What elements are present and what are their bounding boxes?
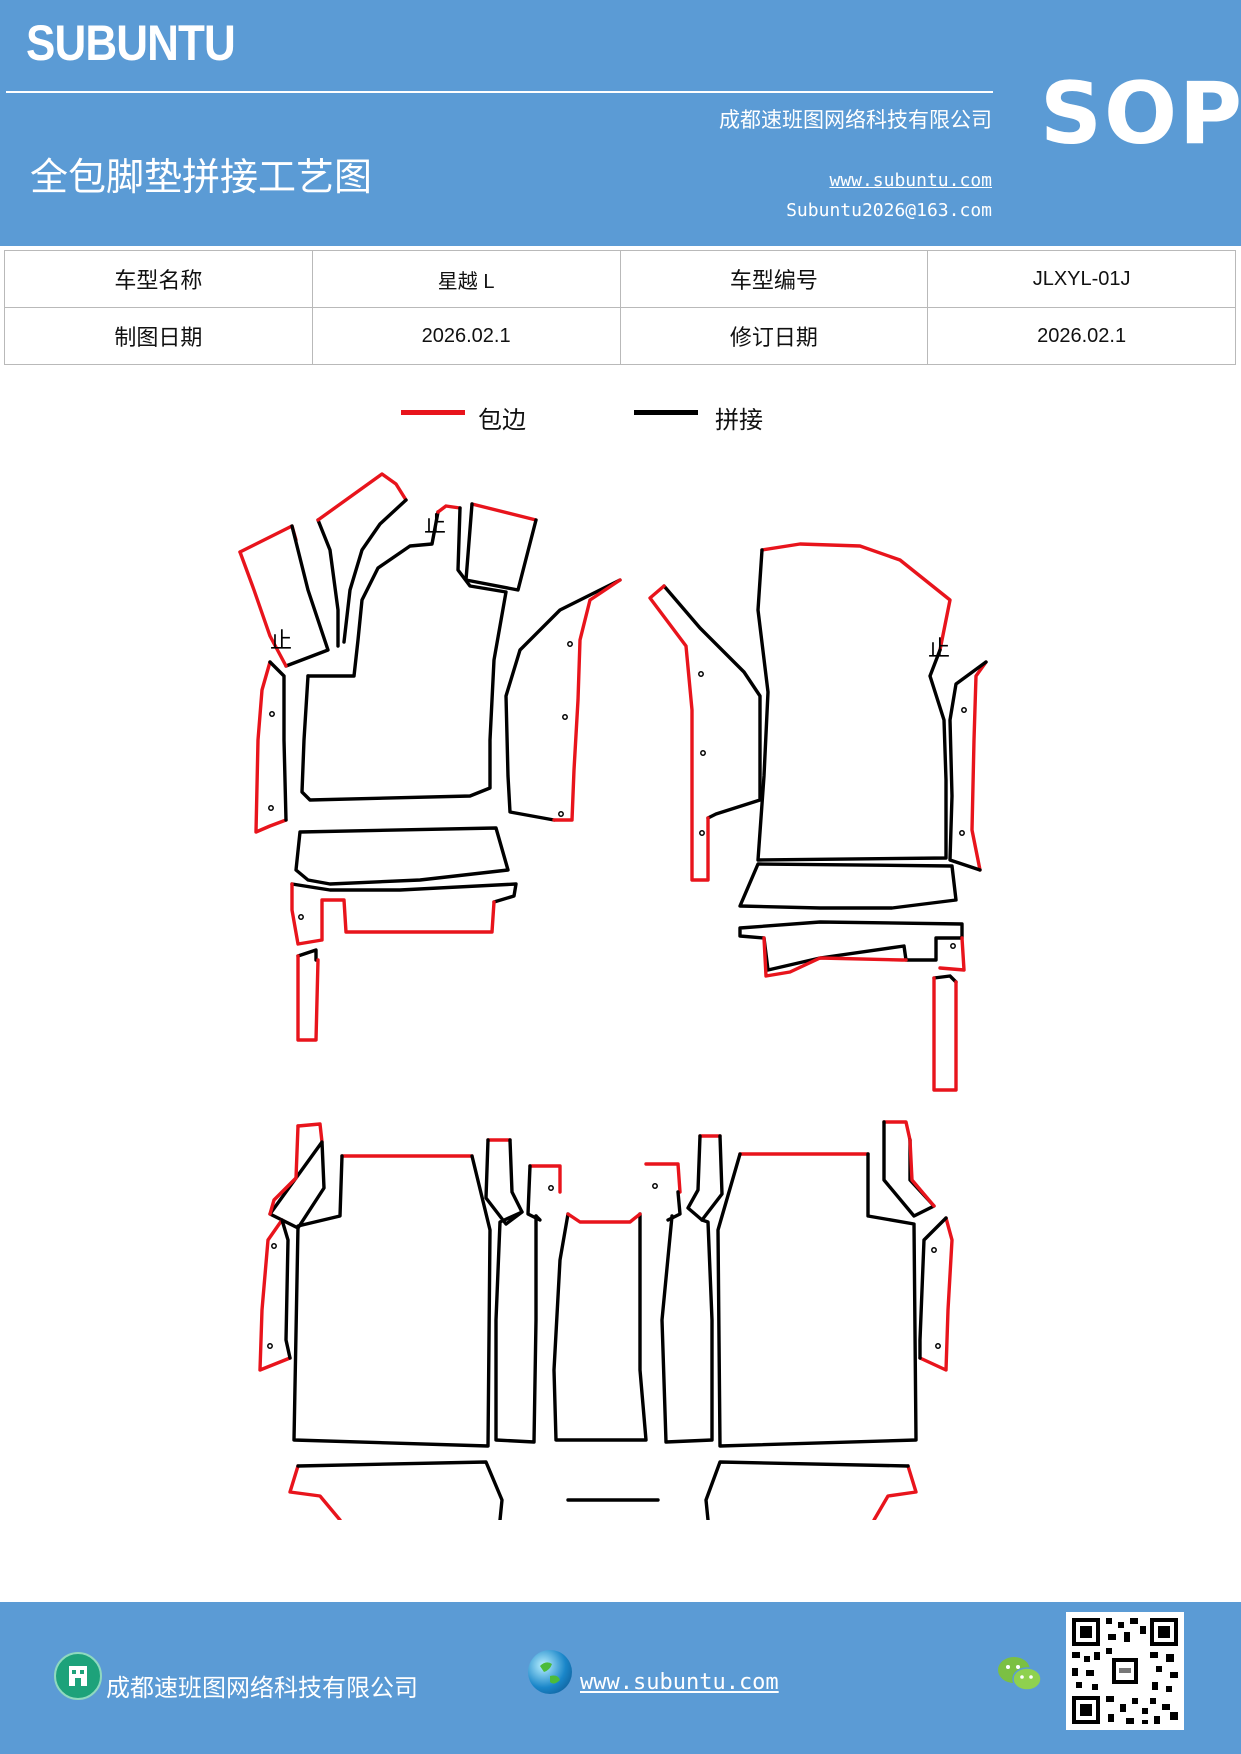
- table-cell: 修订日期: [619, 307, 929, 365]
- building-icon: [54, 1652, 102, 1700]
- header-divider: [6, 91, 993, 93]
- floor-mat-drawing: 止 止 止: [238, 472, 988, 1520]
- table-row: 车型名称 星越 L 车型编号 JLXYL-01J: [4, 250, 1236, 308]
- legend-label-seam: 拼接: [715, 406, 763, 434]
- stop-mark: 止: [270, 629, 292, 654]
- wechat-icon[interactable]: [996, 1654, 1044, 1694]
- stop-mark: 止: [928, 637, 950, 662]
- sop-label: SOP: [1040, 64, 1241, 164]
- table-cell: JLXYL-01J: [927, 250, 1236, 308]
- legend-label-edging: 包边: [478, 406, 526, 434]
- footer-website-link[interactable]: www.subuntu.com: [580, 1670, 779, 1695]
- table-row: 制图日期 2026.02.1 修订日期 2026.02.1: [4, 307, 1236, 365]
- rear-center-mat-group: [552, 1212, 660, 1502]
- header-banner: SUBUNTU SOP 成都速班图网络科技有限公司 全包脚垫拼接工艺图 www.…: [0, 0, 1241, 246]
- header-email: Subuntu2026@163.com: [786, 200, 992, 221]
- page-title: 全包脚垫拼接工艺图: [30, 155, 373, 199]
- legend-swatch-seam: [634, 410, 698, 415]
- legend-swatch-edging: [401, 410, 465, 415]
- qr-code: [1066, 1612, 1184, 1730]
- passenger-front-mat-group: [648, 542, 988, 1092]
- table-cell: 星越 L: [311, 250, 621, 308]
- footer-company: 成都速班图网络科技有限公司: [106, 1674, 418, 1702]
- info-table: 车型名称 星越 L 车型编号 JLXYL-01J 制图日期 2026.02.1 …: [4, 250, 1236, 365]
- rear-right-mat-group: [267, 1120, 954, 1520]
- table-cell: 2026.02.1: [311, 307, 621, 365]
- table-cell: 制图日期: [4, 307, 313, 365]
- footer-banner: 成都速班图网络科技有限公司 www.subuntu.com: [0, 1602, 1241, 1754]
- legend: 包边 拼接: [0, 400, 1241, 440]
- globe-icon: [528, 1650, 572, 1694]
- table-cell: 车型编号: [619, 250, 929, 308]
- header-company: 成都速班图网络科技有限公司: [719, 108, 992, 132]
- header-website-link[interactable]: www.subuntu.com: [829, 170, 992, 191]
- rear-left-mat-group: [258, 1122, 562, 1520]
- stop-mark: 止: [424, 513, 446, 538]
- brand-logo: SUBUNTU: [26, 15, 236, 71]
- driver-front-mat-group: [238, 472, 622, 1042]
- table-cell: 2026.02.1: [927, 307, 1236, 365]
- table-cell: 车型名称: [4, 250, 313, 308]
